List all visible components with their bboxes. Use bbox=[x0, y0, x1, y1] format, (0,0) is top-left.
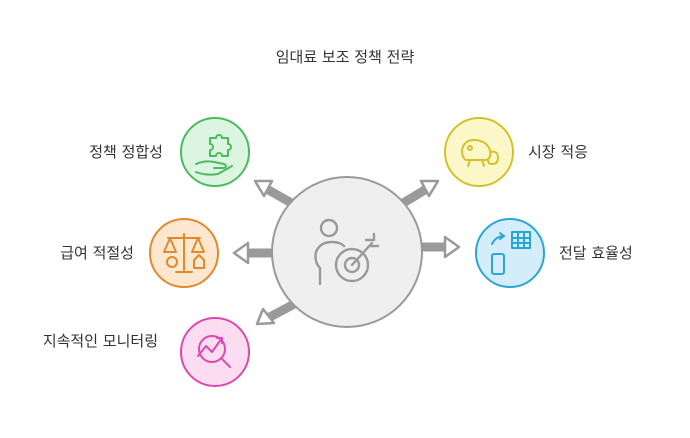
node-policy-consistency bbox=[180, 117, 250, 187]
person-target-icon bbox=[314, 218, 380, 286]
arrow-to-continuous-monitoring bbox=[255, 298, 301, 326]
diagram-title: 임대료 보조 정책 전략 bbox=[275, 48, 415, 66]
magnifier-trend-icon bbox=[197, 335, 231, 368]
label-continuous-monitoring: 지속적인 모니터링 bbox=[42, 332, 158, 350]
arrow-to-policy-consistency bbox=[253, 179, 298, 209]
label-policy-consistency: 정책 정합성 bbox=[89, 143, 163, 161]
label-benefit-adequacy: 급여 적절성 bbox=[60, 244, 134, 262]
node-continuous-monitoring bbox=[180, 317, 250, 387]
hand-puzzle-icon bbox=[195, 134, 233, 176]
arrow-to-market-adaptation bbox=[397, 179, 440, 209]
node-delivery-efficiency bbox=[475, 218, 545, 288]
phone-table-icon bbox=[491, 231, 531, 275]
label-market-adaptation: 시장 적응 bbox=[528, 143, 588, 161]
node-market-adaptation bbox=[444, 117, 514, 187]
node-benefit-adequacy bbox=[149, 218, 219, 288]
scale-money-house-icon bbox=[163, 233, 205, 273]
chameleon-icon bbox=[461, 139, 499, 167]
center-hub bbox=[271, 176, 423, 328]
label-delivery-efficiency: 전달 효율성 bbox=[559, 244, 633, 262]
